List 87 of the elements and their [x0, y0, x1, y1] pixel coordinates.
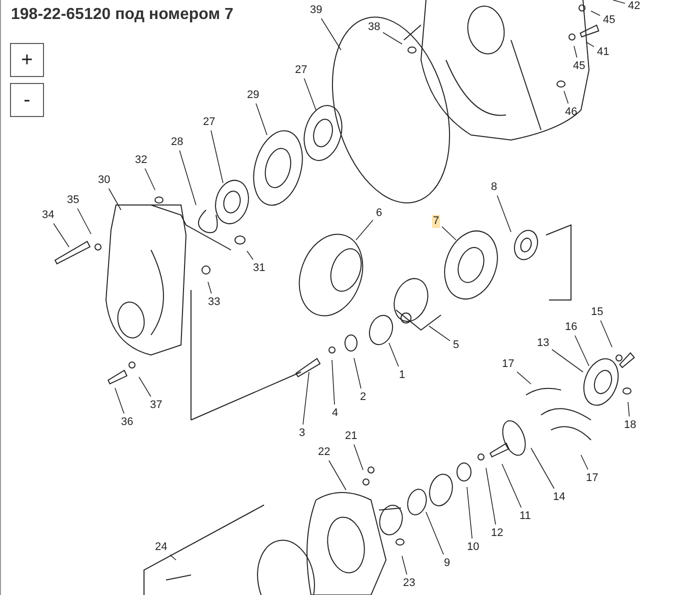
leader-line	[170, 554, 176, 560]
leader-line	[502, 464, 522, 508]
callout-number: 13	[536, 336, 550, 350]
callout-number: 4	[331, 406, 340, 420]
leader-line	[108, 188, 122, 210]
callout-number: 42	[627, 0, 642, 12]
callout-number: 39	[309, 4, 324, 16]
leader-line	[356, 220, 374, 240]
callout-number: 30	[97, 174, 112, 186]
leader-line	[552, 349, 584, 372]
leader-line	[304, 78, 316, 110]
leader-line	[530, 448, 554, 489]
leader-line	[246, 250, 254, 260]
callout-number: 28	[170, 136, 184, 148]
callout-number: 22	[317, 446, 332, 458]
leader-line	[77, 208, 92, 234]
callout-number: 18	[623, 418, 638, 432]
callout-number: 33	[207, 296, 222, 308]
leader-line	[426, 512, 444, 555]
leader-line	[612, 0, 626, 4]
leader-line	[496, 195, 512, 232]
callout-number: 17	[585, 472, 600, 484]
callout-number: 11	[518, 510, 532, 522]
callout-number: 9	[443, 556, 452, 570]
leader-line	[516, 371, 532, 384]
leader-line	[574, 46, 578, 58]
callout-number: 34	[41, 208, 56, 222]
leader-line	[580, 454, 588, 470]
leader-line	[388, 342, 399, 367]
callout-number: 24	[154, 540, 168, 554]
callout-number: 46	[564, 106, 578, 118]
callout-number: 45	[602, 14, 616, 26]
diagram-title: 198-22-65120 под номером 7	[11, 6, 234, 24]
callout-number: 45	[572, 60, 586, 72]
leader-line	[256, 103, 268, 136]
callout-number: 37	[149, 398, 164, 412]
leader-line	[466, 486, 472, 539]
leader-line	[428, 326, 450, 342]
callout-number: 7	[432, 214, 440, 228]
leader-line	[320, 18, 342, 50]
zoom-in-button: +	[10, 43, 44, 77]
leader-line	[442, 226, 456, 240]
callout-number: 27	[294, 64, 308, 76]
callout-number: 35	[66, 194, 80, 206]
callout-number: 21	[344, 430, 358, 442]
leader-line	[114, 388, 124, 414]
leader-line	[590, 10, 600, 16]
callout-number: 10	[466, 540, 480, 554]
leader-line	[586, 42, 594, 48]
leader-line	[302, 372, 310, 425]
leader-line	[628, 402, 630, 417]
callout-number: 1	[398, 368, 406, 382]
leader-line	[332, 360, 335, 405]
leader-line	[208, 282, 212, 294]
leader-line	[144, 168, 156, 190]
zoom-out-button: -	[10, 83, 44, 117]
callout-number: 15	[590, 306, 604, 318]
callout-number: 27	[202, 116, 216, 128]
callout-number: 14	[552, 490, 566, 504]
callout-number: 38	[367, 20, 382, 34]
leader-line	[328, 460, 346, 490]
callout-number: 41	[596, 46, 610, 58]
callout-number: 36	[120, 416, 134, 428]
callout-number: 8	[490, 180, 498, 194]
leader-line	[354, 444, 364, 470]
callout-number: 29	[246, 88, 260, 102]
leader-line	[382, 32, 402, 44]
leader-line	[564, 90, 569, 104]
callout-number: 6	[375, 206, 384, 220]
callout-number: 12	[490, 526, 504, 540]
leader-line	[53, 223, 70, 248]
leader-line	[210, 130, 224, 184]
leader-line	[486, 468, 496, 525]
callout-number: 23	[402, 576, 416, 590]
callout-number: 2	[359, 390, 368, 404]
callout-number: 32	[134, 154, 148, 166]
callout-number: 17	[501, 358, 516, 370]
leader-line	[402, 556, 408, 575]
leader-line	[179, 150, 196, 206]
leader-line	[600, 320, 612, 348]
leader-line	[574, 335, 590, 366]
callout-number: 31	[252, 262, 266, 274]
leader-line	[354, 358, 362, 389]
callout-number: 16	[564, 320, 578, 334]
callout-number: 3	[298, 426, 306, 440]
leader-line	[138, 376, 152, 397]
callout-number: 5	[452, 338, 460, 352]
